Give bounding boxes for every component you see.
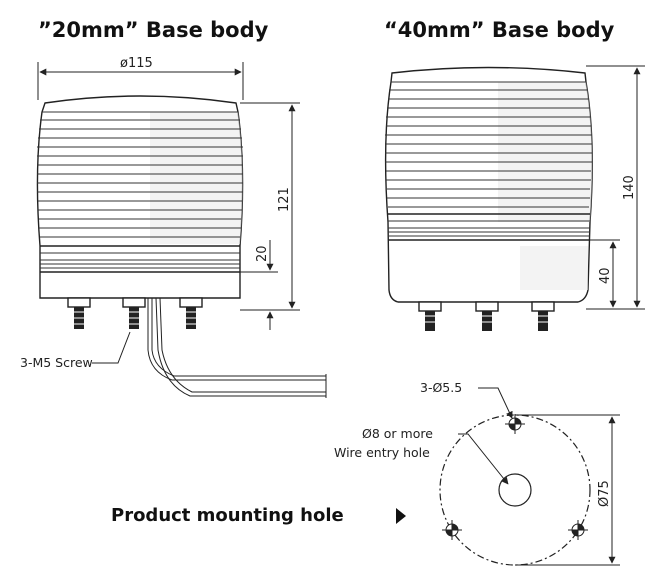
triangle-right-icon — [396, 508, 406, 524]
height-20-label: 20 — [255, 245, 270, 262]
unit-20mm-base: ø115 — [20, 56, 327, 398]
height-121-label: 121 — [277, 187, 292, 212]
mounting-hole-diagram: 3-Ø5.5 Ø8 or more Wire entry hole Ø75 — [334, 380, 620, 566]
left-screws — [67, 297, 203, 329]
right-title: “40mm” Base body — [384, 18, 615, 42]
right-screws — [418, 301, 555, 331]
screw-label: 3-M5 Screw — [20, 355, 93, 370]
screw-hole-right — [568, 520, 588, 540]
right-base-band — [388, 213, 590, 241]
unit-40mm-base: 140 40 — [384, 65, 645, 331]
diameter-115-label: ø115 — [120, 56, 153, 71]
left-title: ”20mm” Base body — [38, 18, 269, 42]
screw-hole-top — [505, 414, 525, 434]
hole-count-label: 3-Ø5.5 — [420, 380, 462, 395]
diameter-75-label: Ø75 — [597, 480, 612, 507]
height-140-label: 140 — [622, 175, 637, 200]
right-ribs — [385, 81, 592, 208]
wire-hole-line1: Ø8 or more — [362, 426, 433, 441]
wire-hole-line2: Wire entry hole — [334, 445, 430, 460]
cables — [147, 297, 327, 398]
screw-hole-left — [442, 520, 462, 540]
height-40-label: 40 — [598, 267, 613, 284]
left-ribs — [37, 111, 243, 238]
left-base-band — [40, 245, 240, 273]
mounting-label: Product mounting hole — [111, 505, 344, 526]
